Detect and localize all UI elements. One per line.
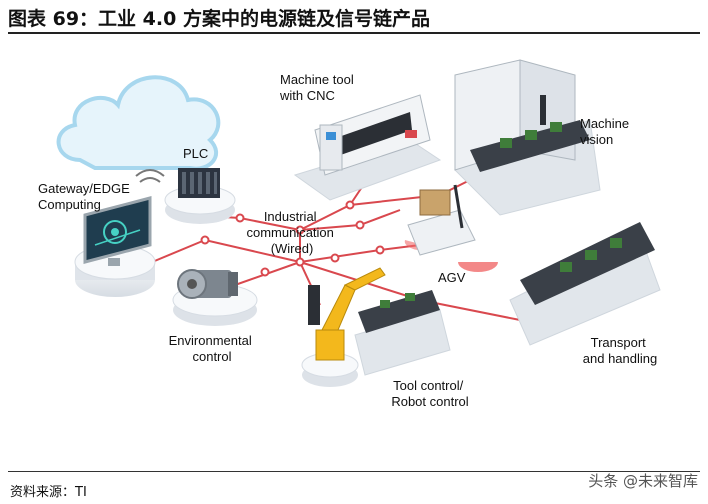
label-agv: AGV (438, 270, 466, 285)
watermark: 头条 @未来智库 (588, 470, 698, 491)
industry-4-diagram: Machine tool with CNC Machine vision PLC… (0, 0, 708, 470)
wifi-icon (136, 170, 164, 182)
label-plc: PLC (183, 146, 208, 161)
plc-device-icon (178, 168, 220, 198)
label-machine-vision: Machine vision (580, 116, 633, 147)
motor-icon (178, 270, 238, 298)
label-industrial-communication: Industrial communication (Wired) (246, 209, 337, 256)
label-transport: Transport and handling (583, 335, 657, 366)
source-note: 资料来源：TI (10, 481, 87, 500)
vision-station-icon (455, 60, 590, 172)
label-tool-control: Tool control/ Robot control (391, 378, 468, 409)
label-machine-tool: Machine tool with CNC (279, 72, 357, 103)
label-environmental: Environmental control (169, 333, 256, 364)
